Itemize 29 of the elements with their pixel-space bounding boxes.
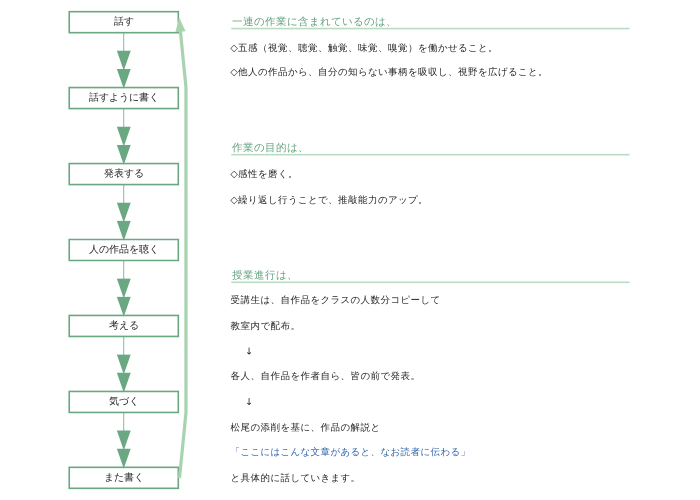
label: 作業の目的は、 (232, 142, 310, 154)
label: ◇感性を磨く。 (230, 168, 298, 180)
label: 松尾の添削を基に、作品の解説と (230, 422, 380, 434)
label: 授業進行は、 (232, 270, 298, 282)
label: ↓ (244, 396, 254, 408)
label: ◇五感（視覚、聴覚、触覚、味覚、嗅覚）を働かせること。 (230, 42, 498, 54)
arrow (116, 412, 131, 469)
arrow (116, 32, 131, 89)
arrow (116, 184, 131, 241)
node-box: 考える (68, 314, 180, 338)
arrow (116, 336, 131, 393)
label: 「ここにはこんな文章があると、なお読者に伝わる」 (230, 446, 470, 458)
arrow (116, 260, 131, 317)
label: 教室内で配布。 (230, 320, 300, 332)
label: と具体的に話していきます。 (230, 472, 360, 484)
label: ◇他人の作品から、自分の知らない事柄を吸収し、視野を広げること。 (230, 67, 548, 78)
node-box: 話す (68, 10, 180, 34)
label: 一連の作業に含まれているのは、 (232, 16, 398, 28)
node-box: 人の作品を聴く (68, 238, 180, 262)
label: 受講生は、自作品をクラスの人数分コピーして (230, 295, 440, 306)
arrow (175, 17, 188, 478)
arrow (116, 108, 131, 165)
label: 各人、自作品を作者自ら、皆の前で発表。 (230, 370, 420, 382)
label: ◇繰り返し行うことで、推敲能力のアップ。 (230, 194, 428, 206)
node-box: 発表する (68, 162, 180, 186)
node-box: 気づく (68, 390, 180, 414)
node-box: 話すように書く (68, 86, 180, 110)
node-box: また書く (68, 466, 180, 490)
label: ↓ (244, 346, 254, 358)
